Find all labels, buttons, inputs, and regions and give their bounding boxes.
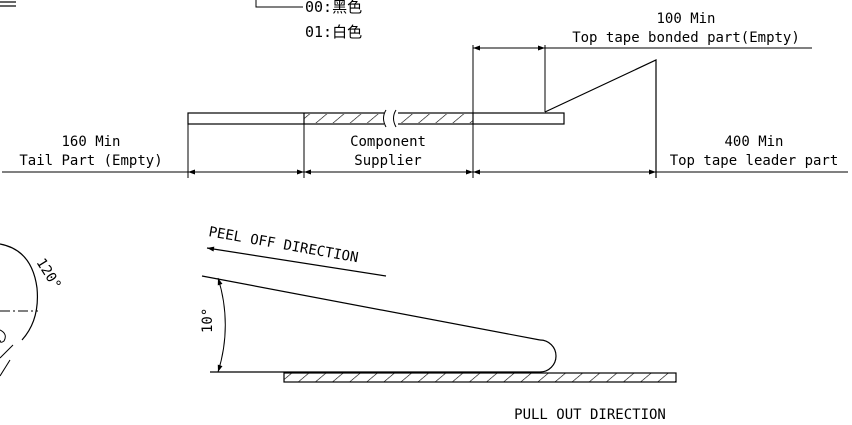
pull-direction-label: PULL OUT DIRECTION [514,407,666,423]
leader-length: 400 Min [724,134,783,150]
reel-arc [0,243,39,341]
bonded-description: Top tape bonded part(Empty) [572,30,800,46]
component-label-line2: Supplier [354,153,421,169]
color-code-callout: 00:黑色 01:白色 [255,0,362,41]
angle-arc [217,277,226,373]
extension-lines [187,45,546,178]
tape-strip [187,59,657,178]
color-code-black: 00:黑色 [305,0,362,16]
leader-dimension: 400 Min Top tape leader part [473,134,848,175]
reel-leader-line-2 [0,359,11,377]
tape-outline [187,112,565,125]
carrier-tape [283,372,677,383]
color-code-white: 01:白色 [305,23,362,41]
break-mark-left [383,109,387,128]
peeled-tape-fold [539,339,557,373]
bonded-length: 100 Min [656,11,715,27]
component-dimension: Component Supplier [304,134,473,175]
carrier-tape-hatch [284,373,676,382]
bonded-dimension: 100 Min Top tape bonded part(Empty) [473,11,812,51]
peeled-tape-upper [201,275,541,341]
tail-description: Tail Part (Empty) [19,153,162,169]
component-label-line1: Component [350,134,426,150]
peel-direction-arrow [206,246,387,277]
leader-description: Top tape leader part [670,153,839,169]
tape-break-gap [384,110,398,127]
peel-diagram: PEEL OFF DIRECTION 10° PULL OUT DIRECTIO… [200,224,677,423]
top-tape-leader-wedge [544,59,657,178]
reel-hub-mark [0,329,6,343]
tail-dimension: 160 Min Tail Part (Empty) [2,134,304,175]
reel-fragment: 120° [0,243,64,377]
tail-length: 160 Min [61,134,120,150]
peel-angle-label: 10° [200,308,216,333]
break-mark-right [393,109,397,128]
top-left-fragment [0,1,16,7]
reel-leader-line [0,344,14,359]
